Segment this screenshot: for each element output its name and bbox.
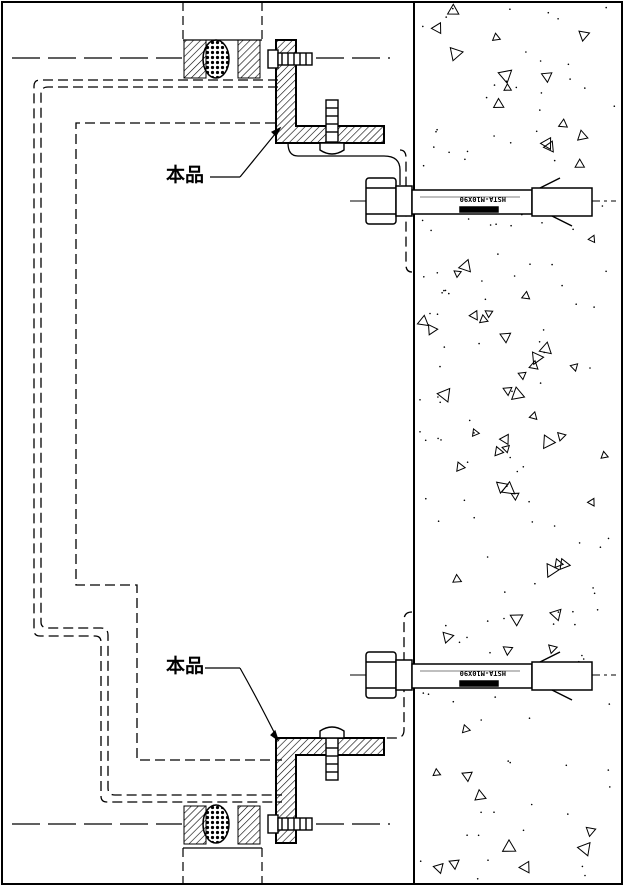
- bolt-marking-upper: HSTA-M10X90: [460, 195, 506, 203]
- product-label-upper: 本品: [166, 164, 205, 186]
- bottom-wall-section: [182, 847, 263, 884]
- angle-bracket-upper: [275, 39, 401, 185]
- concrete-wall: [413, 2, 616, 884]
- product-label-lower: 本品: [166, 655, 205, 677]
- leader-line-lower: [205, 667, 280, 742]
- top-wall-section: [182, 2, 263, 41]
- gasket-bottom: [202, 804, 230, 844]
- top-frame-bar: [12, 39, 390, 79]
- frame-channel-dashed: [33, 79, 413, 803]
- anchor-bolt-upper: [350, 177, 616, 227]
- anchor-bolt-lower: [350, 651, 616, 701]
- leader-line-upper: [210, 126, 282, 178]
- concrete-aggregate: [416, 3, 616, 880]
- bracket-screw-upper: [267, 49, 345, 155]
- bracket-screw-lower: [267, 726, 345, 834]
- gasket-top: [202, 39, 230, 79]
- bottom-frame-bar: [12, 804, 390, 845]
- bolt-marking-lower: HSTA-M10X90: [460, 669, 506, 677]
